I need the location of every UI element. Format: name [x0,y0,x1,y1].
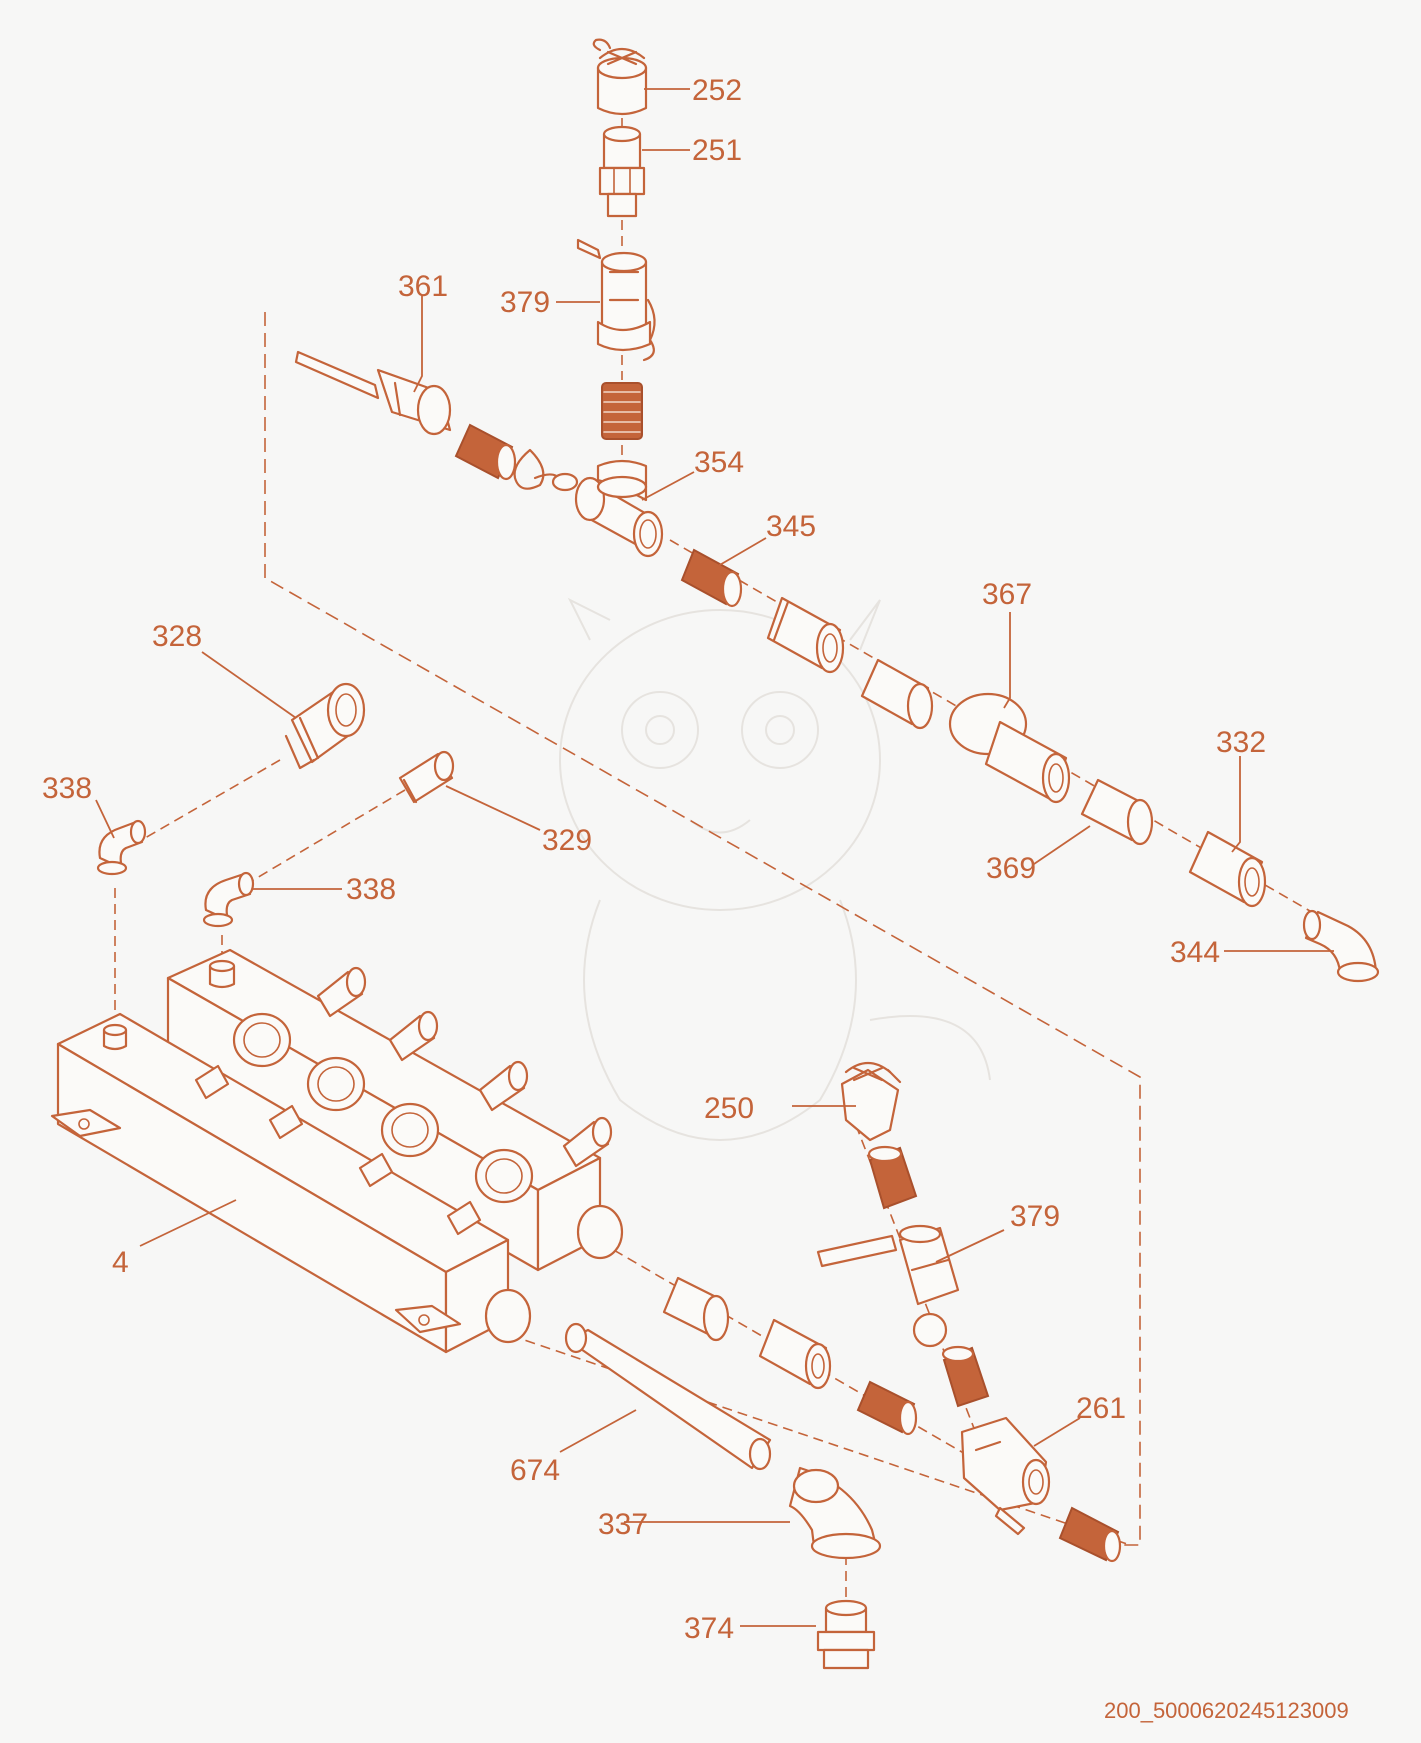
callout-338-left: 338 [42,772,92,805]
part-338-elbow-left [96,819,147,876]
callout-251: 251 [692,134,742,167]
document-id: 200_5000620245123009 [1104,1698,1349,1723]
part-261-valve [960,1416,1051,1536]
part-338-elbow-right [202,871,255,928]
assembly-frame [264,312,1141,1546]
callout-332: 332 [1216,726,1266,759]
part-nipple-end [1058,1506,1122,1563]
part-nipple-lower [856,1380,918,1436]
callout-328: 328 [152,620,202,653]
part-252-cap [592,38,648,116]
part-nipple-top [601,382,643,440]
part-nipple-right-2 [941,1345,990,1408]
centerlines [114,118,1361,1605]
callout-345: 345 [766,510,816,543]
callout-344: 344 [1170,936,1220,969]
part-361-ball-valve-left [294,350,452,436]
part-nipple-angled [454,423,517,481]
part-369-coupling [1080,778,1154,846]
part-329-fitting [398,750,455,804]
part-chain-plug [513,448,579,492]
part-337-elbow [788,1466,882,1560]
callout-329: 329 [542,824,592,857]
callout-379-top: 379 [500,286,550,319]
part-344-elbow [1302,909,1380,983]
part-379-ball-valve-bottom [816,1224,960,1348]
callout-338-right: 338 [346,873,396,906]
part-674-pipe [564,1322,772,1471]
part-328-adapter [284,682,366,770]
callout-4: 4 [112,1246,129,1279]
callout-252: 252 [692,74,742,107]
part-4-manifold [50,948,624,1354]
part-nipple-right-1 [867,1145,918,1210]
callout-250: 250 [704,1092,754,1125]
callout-367: 367 [982,578,1032,611]
part-367-valve [948,692,1071,804]
part-354-tee [574,459,664,558]
part-379-ball-valve-top [576,238,656,362]
callout-374: 374 [684,1612,734,1645]
background-watermark [559,597,991,1141]
part-374-nipple [816,1599,876,1670]
part-345-nipple [680,548,743,608]
callout-337: 337 [598,1508,648,1541]
part-251-valve [598,125,646,218]
callout-261: 261 [1076,1392,1126,1425]
callout-361: 361 [398,270,448,303]
part-adapter-lower [758,1318,832,1390]
callout-354: 354 [694,446,744,479]
part-coupling-1 [860,658,934,730]
part-coupling-lower [662,1276,730,1342]
leader-lines [95,88,1334,1627]
part-332-adapter [1188,830,1267,908]
part-250-cap [840,1061,902,1142]
callout-labels: 252 251 361 379 354 345 367 328 332 338 … [42,74,1349,1723]
part-adapter-1 [766,596,845,674]
callout-379-bottom: 379 [1010,1200,1060,1233]
callout-674: 674 [510,1454,560,1487]
callout-369: 369 [986,852,1036,885]
